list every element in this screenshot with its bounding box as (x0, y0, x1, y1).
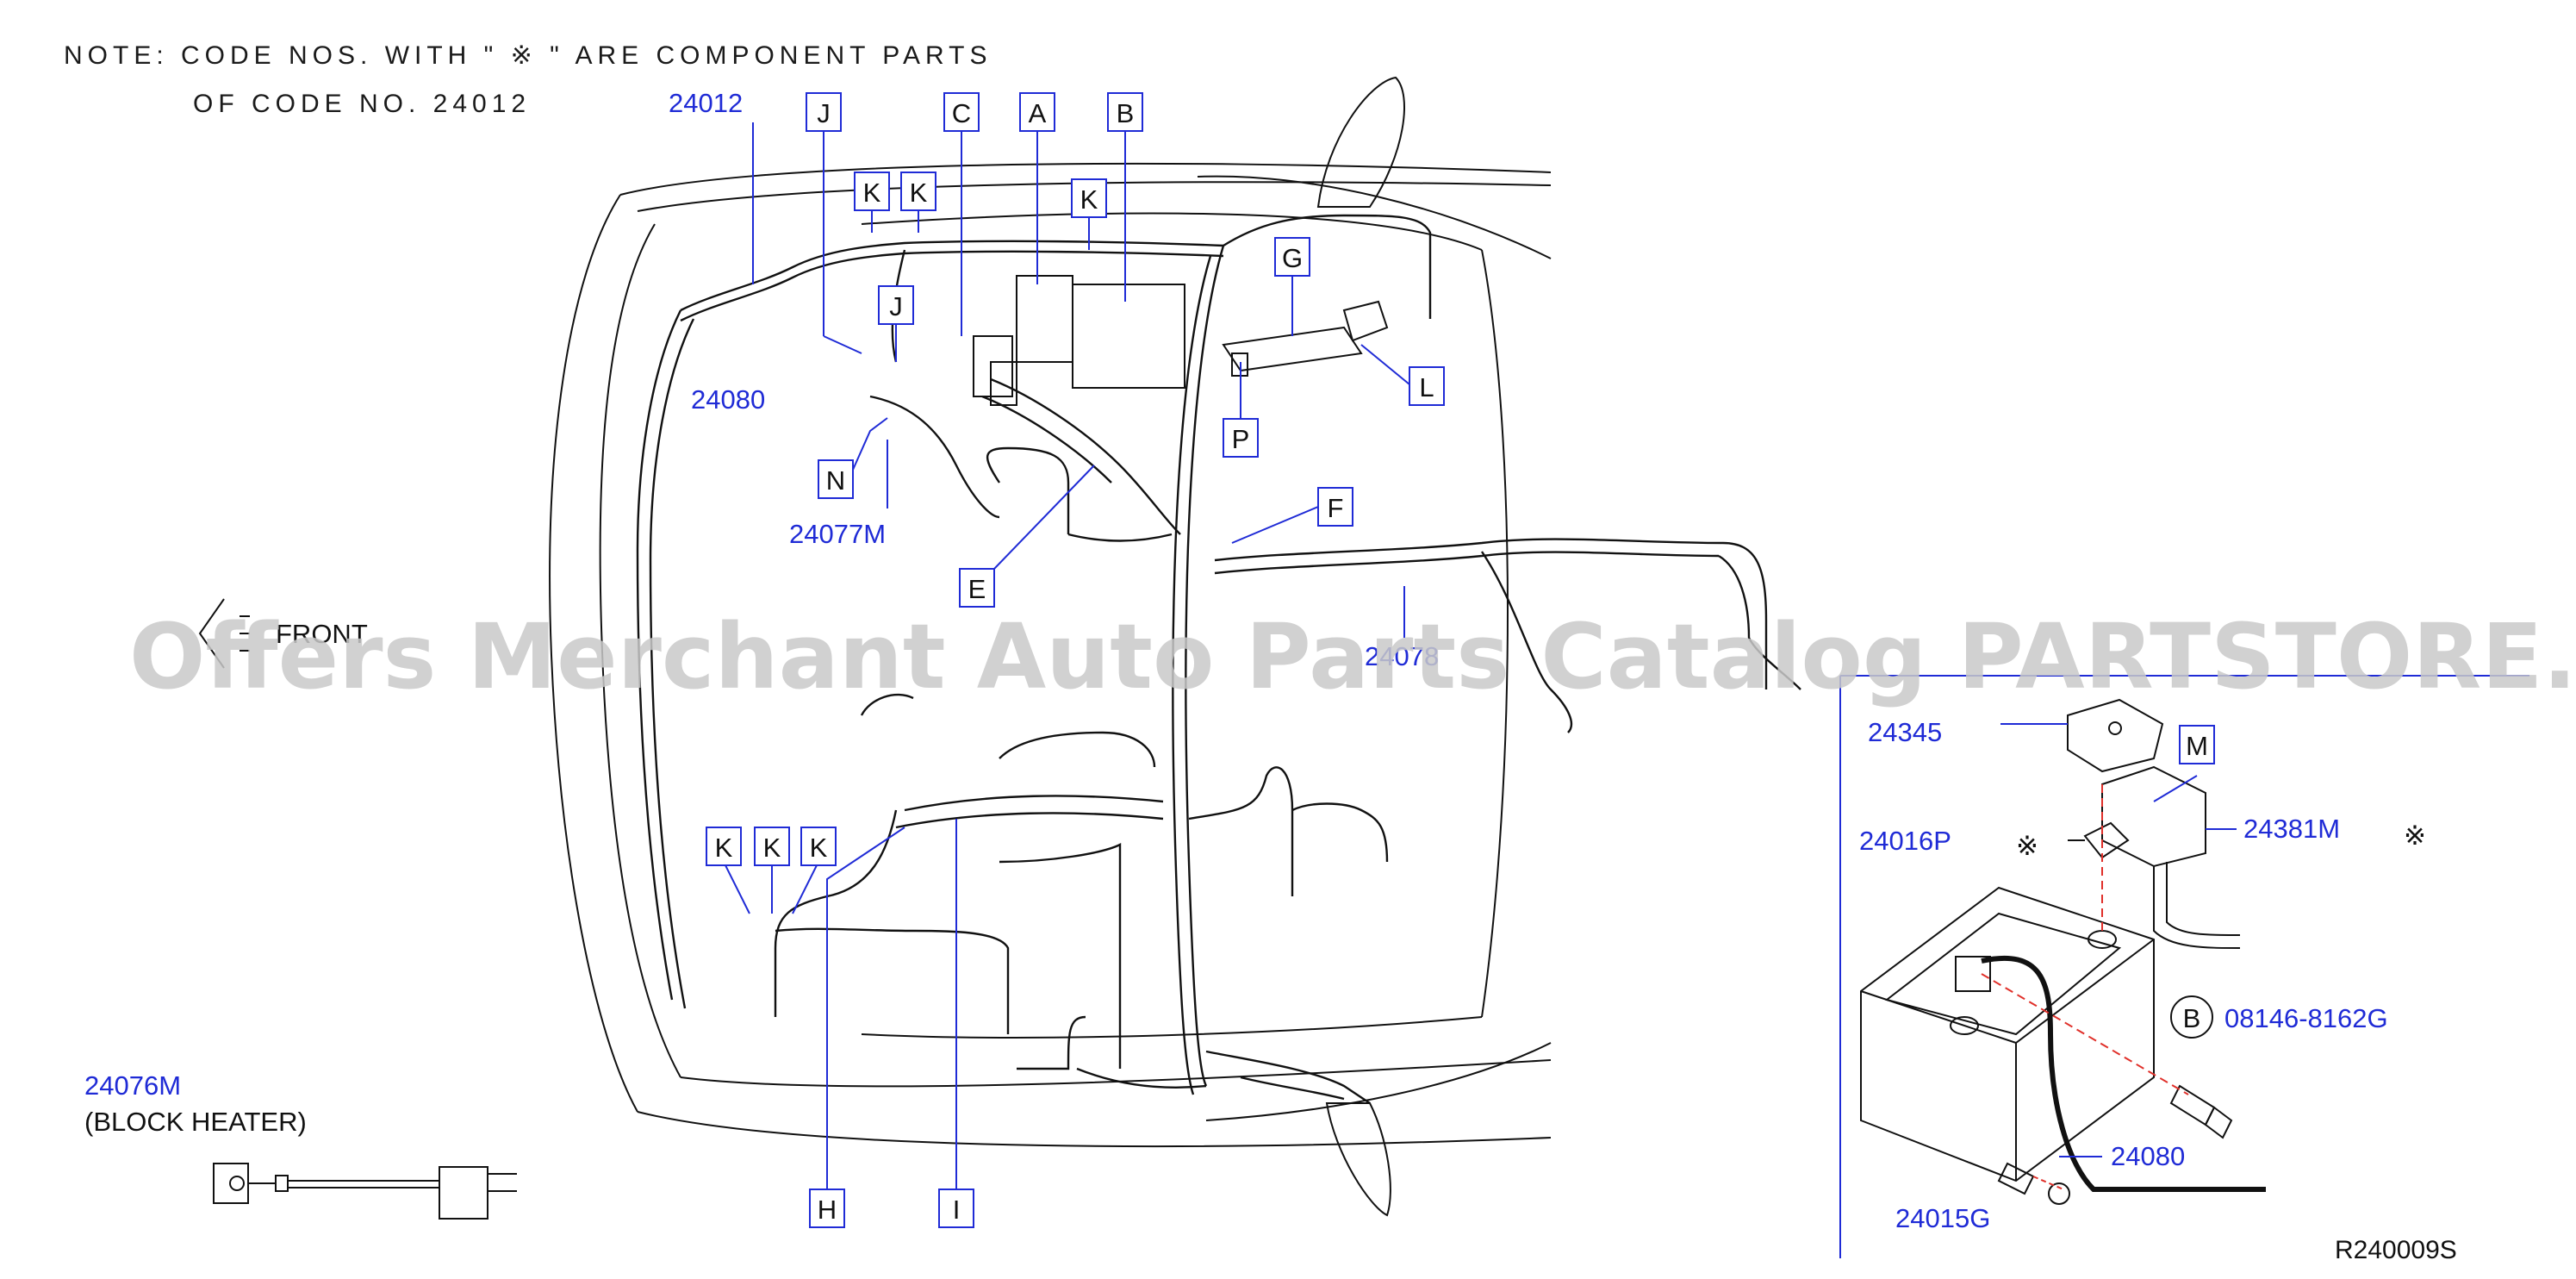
svg-text:K: K (1080, 184, 1098, 215)
part-24016p: 24016P (1859, 826, 1951, 856)
callout-h: H (809, 1189, 845, 1228)
front-arrow-icon (198, 598, 250, 669)
svg-text:L: L (1419, 372, 1434, 402)
note-line-1: NOTE: CODE NOS. WITH " ※ " ARE COMPONENT… (64, 41, 992, 70)
svg-text:J: J (889, 291, 903, 321)
svg-text:M: M (2186, 731, 2208, 761)
fuse-relay-box-a (1016, 275, 1073, 363)
terminal-24016p (2083, 821, 2130, 859)
svg-text:I: I (953, 1195, 961, 1225)
callout-j-mid: J (878, 285, 914, 325)
callout-k-4: K (706, 827, 742, 866)
callout-k-2: K (900, 172, 936, 211)
svg-text:F: F (1328, 493, 1344, 523)
watermark-text: Offers Merchant Auto Parts Catalog PARTS… (129, 604, 2576, 709)
svg-text:E: E (968, 574, 986, 604)
callout-p: P (1223, 418, 1259, 458)
battery (1860, 886, 2155, 1182)
callout-a: A (1019, 92, 1055, 132)
callout-b: B (1107, 92, 1143, 132)
reference-code: R240009S (2335, 1236, 2457, 1264)
block-heater-label: (BLOCK HEATER) (84, 1107, 307, 1137)
part-24080-right: 24080 (2111, 1141, 2185, 1171)
part-24076m: 24076M (84, 1070, 181, 1101)
part-08146-8162g: 08146-8162G (2224, 1003, 2388, 1033)
block-heater-drawing (213, 1163, 517, 1220)
svg-text:P: P (1232, 424, 1250, 454)
svg-text:N: N (826, 465, 845, 496)
part-24080-left: 24080 (691, 384, 765, 415)
callout-k-6: K (800, 827, 837, 866)
callout-k-5: K (754, 827, 790, 866)
callout-m: M (2179, 725, 2215, 764)
svg-text:K: K (863, 178, 881, 208)
terminal-clamp-24381m (2101, 765, 2241, 949)
part-24345: 24345 (1868, 717, 1942, 747)
part-24012: 24012 (669, 88, 743, 118)
battery-cable-24080 (1981, 955, 2266, 1192)
callout-j-top: J (806, 92, 842, 132)
callout-i: I (938, 1189, 974, 1228)
svg-text:K: K (763, 833, 781, 863)
connector-g (1222, 326, 1363, 372)
callout-k-1: K (854, 172, 890, 211)
callout-b-circle: B (2170, 995, 2213, 1039)
svg-text:A: A (1029, 98, 1047, 128)
callout-e: E (959, 568, 995, 608)
leader-lines (723, 122, 1410, 1189)
part-24015g: 24015G (1895, 1203, 1990, 1233)
asterisk-24381m: ※ (2404, 820, 2426, 851)
callout-c: C (943, 92, 980, 132)
svg-text:B: B (1117, 98, 1135, 128)
svg-text:K: K (910, 178, 928, 208)
callout-n: N (818, 459, 854, 499)
bolt-08146 (2169, 1084, 2233, 1139)
part-24078: 24078 (1365, 641, 1439, 671)
asterisk-24016p: ※ (2016, 831, 2038, 861)
callout-k-3: K (1071, 178, 1107, 218)
svg-text:B: B (2183, 1003, 2201, 1033)
svg-text:G: G (1282, 243, 1303, 273)
connector-c (973, 335, 1017, 406)
part-24381m: 24381M (2243, 814, 2340, 844)
svg-text:C: C (952, 98, 971, 128)
battery-leaders (2000, 723, 2237, 1157)
svg-text:H: H (818, 1195, 837, 1225)
svg-text:J: J (817, 98, 831, 128)
bolt-24015g (1997, 1162, 2070, 1205)
note-line-2: OF CODE NO. 24012 (193, 90, 531, 118)
vehicle-body-outline (549, 76, 1552, 1217)
callout-l: L (1409, 366, 1445, 406)
callout-g: G (1274, 237, 1310, 277)
terminal-cover-24345 (2067, 698, 2164, 773)
front-label: FRONT (276, 619, 368, 649)
main-harness (636, 214, 1801, 1104)
dashed-guides (1981, 784, 2189, 1190)
ipdm-box-b (1072, 284, 1185, 389)
svg-text:K: K (715, 833, 733, 863)
part-24077m: 24077M (789, 519, 886, 549)
connector-l (1342, 300, 1389, 342)
svg-text:K: K (810, 833, 828, 863)
battery-panel-frame (1839, 675, 2529, 1258)
callout-f: F (1317, 487, 1353, 527)
